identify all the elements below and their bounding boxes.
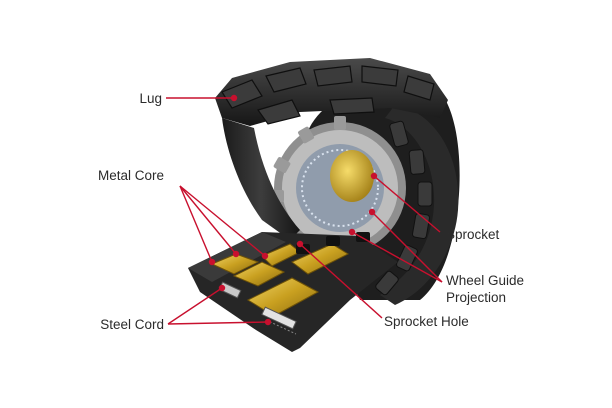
steel-cord-leader-b xyxy=(167,321,269,325)
label-lug: Lug xyxy=(139,91,162,106)
track-outer-left-wall xyxy=(222,118,300,240)
wheel-guide-leader-b xyxy=(371,211,443,283)
metal-core-leader-a xyxy=(179,185,213,263)
callout-lines xyxy=(166,97,443,325)
rubber-track-illustration xyxy=(188,58,460,352)
label-metal-core: Metal Core xyxy=(97,168,164,183)
sprocket-hub xyxy=(330,150,374,202)
label-steel-cord: Steel Cord xyxy=(100,317,164,332)
callout-dots xyxy=(208,94,378,326)
label-sprocket-hole: Sprocket Hole xyxy=(384,314,469,329)
label-wheel-guide-projection: Wheel Guide Projection xyxy=(446,272,524,306)
lug-blocks xyxy=(221,65,435,125)
steel-cord-leader-a xyxy=(167,287,223,325)
label-wheel-guide-line1: Wheel Guide xyxy=(446,273,525,288)
label-sprocket: Sprocket xyxy=(446,227,500,242)
sprocket-hole-leader xyxy=(299,243,383,319)
wheel-guide-projections xyxy=(375,120,433,296)
track-inner-right-wall xyxy=(380,105,459,305)
label-wheel-guide-line2: Projection xyxy=(446,290,507,305)
metal-core-leader-c xyxy=(179,185,266,257)
wheel-guide-leader-a xyxy=(351,231,443,283)
metal-core-bars xyxy=(210,243,350,317)
steel-cord-ends xyxy=(218,281,297,335)
sprocket-leader xyxy=(373,175,441,233)
metal-core-leader-b xyxy=(179,185,237,255)
